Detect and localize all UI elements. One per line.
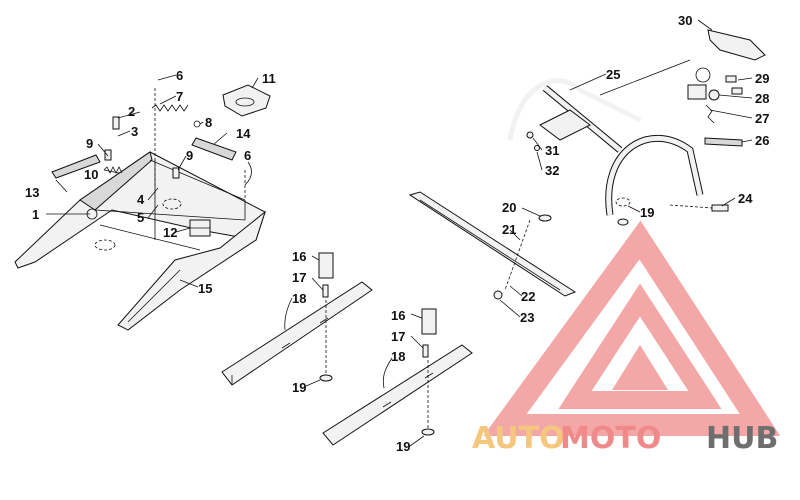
plate-part-22 [408,191,577,300]
callout-24: 24 [738,191,753,206]
callout-10: 10 [84,167,98,182]
callout-8: 8 [205,115,212,130]
callout-31: 31 [545,143,559,158]
callout-25: 25 [606,67,620,82]
callout-6-right: 6 [244,148,251,163]
handle-part-11 [222,84,271,117]
callout-16-upper: 16 [292,249,306,264]
bolt-part-24 [669,204,729,212]
bracket-part-12 [189,219,211,237]
bumper-part-25 [507,59,704,216]
handle-part-30 [707,29,766,61]
callout-19-right: 19 [640,205,654,220]
watermark-text: AUTO MOTO HUB [472,421,778,456]
callout-9-center: 9 [186,148,193,163]
side-rail-part-15 [117,210,266,331]
callout-15: 15 [198,281,212,296]
spring-part-7 [151,104,189,112]
callout-19-lower: 19 [396,439,410,454]
callout-22: 22 [521,289,535,304]
skid-rail-part-18-upper [221,281,373,386]
callout-7: 7 [176,89,183,104]
logo-triangle-core [612,345,668,390]
callout-28: 28 [755,91,769,106]
callout-18-upper: 18 [292,291,306,306]
callout-26: 26 [755,133,769,148]
callout-labels: 1 2 3 4 5 6 6 7 8 9 9 10 11 12 13 14 15 … [25,13,769,454]
pad-part-26 [704,137,743,147]
spring-part-10 [103,166,123,174]
callout-16-lower: 16 [391,308,405,323]
callout-17-upper: 17 [292,270,306,285]
callout-29: 29 [755,71,769,86]
callout-3: 3 [131,124,138,139]
callout-17-lower: 17 [391,329,405,344]
callout-9-left: 9 [86,136,93,151]
rack-frame-part-1 [14,151,266,269]
callout-23: 23 [520,310,534,325]
callout-18-lower: 18 [391,349,405,364]
callout-20: 20 [502,200,516,215]
watermark-moto: MOTO [560,421,661,456]
watermark-hub: HUB [706,421,778,456]
callout-14: 14 [236,126,251,141]
skid-rail-part-18-lower [322,344,473,446]
callout-4: 4 [137,192,145,207]
leader-lines [46,19,753,447]
callout-19-upper: 19 [292,380,306,395]
callout-13: 13 [25,185,39,200]
callout-32: 32 [545,163,559,178]
callout-5: 5 [137,210,144,225]
callout-27: 27 [755,111,769,126]
grip-pad-part-14 [191,137,237,161]
callout-1: 1 [32,207,39,222]
fasteners-31-32 [526,131,631,226]
logo-triangle-inner [558,283,722,409]
watermark-auto: AUTO [472,421,565,456]
rail-blocks-16 [318,252,437,335]
callout-30: 30 [678,13,692,28]
grip-pad-part-13 [51,154,101,179]
hitch-assembly-27-28-29 [687,67,743,124]
callout-11: 11 [262,71,276,86]
callout-21: 21 [502,222,516,237]
callout-2: 2 [128,104,135,119]
callout-12: 12 [163,225,177,240]
callout-6-top: 6 [176,68,183,83]
rail-bolts-17-19 [319,284,435,436]
logo-triangle-outer [483,220,781,436]
watermark-logo [483,220,781,436]
